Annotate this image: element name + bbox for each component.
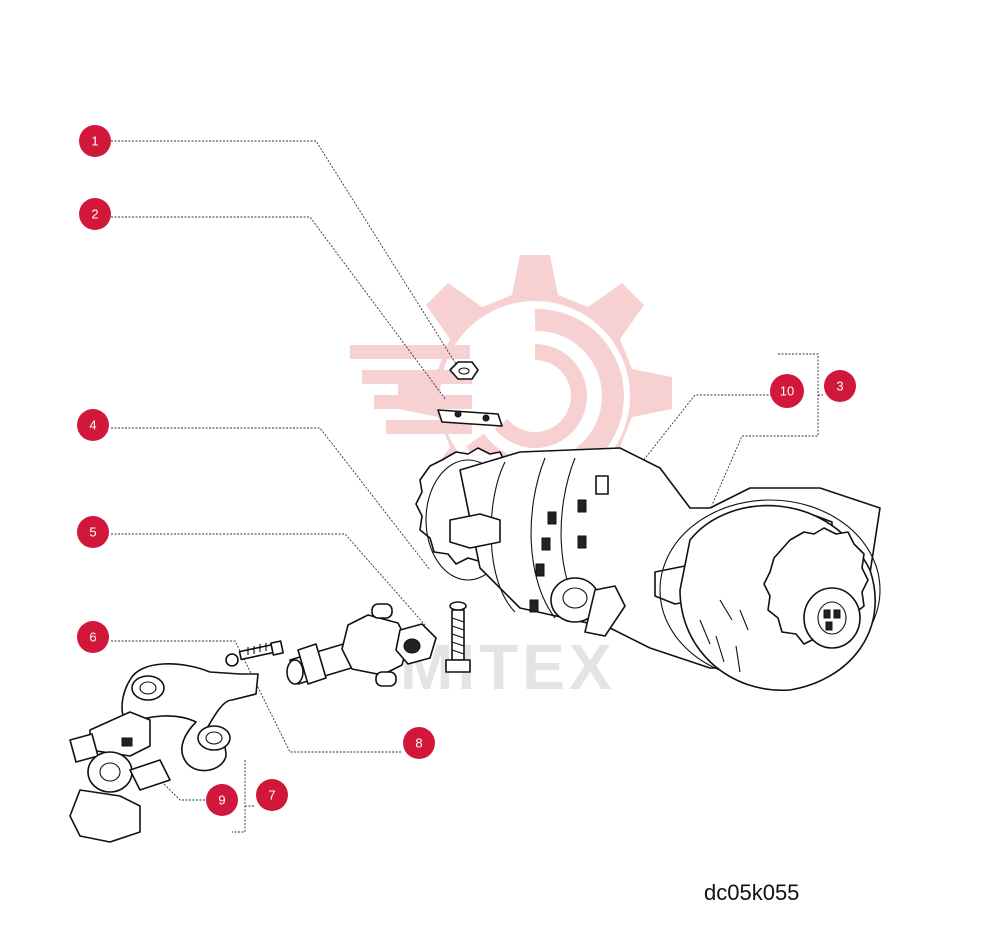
callout-1[interactable]: 1 (79, 125, 111, 157)
callout-label: 8 (415, 736, 422, 751)
callout-9[interactable]: 9 (206, 784, 238, 816)
nut-part (449, 361, 479, 380)
callout-5[interactable]: 5 (77, 516, 109, 548)
callout-label: 5 (89, 525, 96, 540)
callout-label: 1 (91, 134, 98, 149)
callout-label: 2 (91, 207, 98, 222)
leader-4 (111, 427, 431, 571)
leader-2 (111, 216, 447, 401)
small-bolt-part (225, 640, 284, 667)
callout-label: 4 (89, 418, 96, 433)
leader-6 (111, 640, 402, 753)
leader-9 (159, 779, 205, 801)
callout-label: 10 (780, 384, 794, 399)
drawing-code-label: dc05k055 (704, 880, 800, 905)
axle-housing (415, 447, 881, 691)
callout-3[interactable]: 3 (824, 370, 856, 402)
leader-lines (111, 140, 823, 833)
callout-10[interactable]: 10 (770, 374, 804, 408)
callout-label: 7 (268, 788, 275, 803)
callout-label: 6 (89, 630, 96, 645)
callout-6[interactable]: 6 (77, 621, 109, 653)
yoke-part (121, 663, 259, 772)
leader-10 (619, 394, 772, 491)
callout-8[interactable]: 8 (403, 727, 435, 759)
drive-shaft (286, 603, 437, 687)
callout-7[interactable]: 7 (256, 779, 288, 811)
leader-3 (711, 353, 819, 506)
flange-bolts (529, 499, 587, 613)
bolt-part (445, 601, 471, 673)
callout-4[interactable]: 4 (77, 409, 109, 441)
leader-5 (111, 533, 426, 626)
lock-plate-part (437, 409, 503, 427)
callout-2[interactable]: 2 (79, 198, 111, 230)
leader-1 (111, 140, 457, 365)
callout-label: 9 (218, 793, 225, 808)
cross-spider-part (69, 711, 171, 843)
callout-label: 3 (836, 379, 843, 394)
leader-7 (232, 760, 255, 833)
